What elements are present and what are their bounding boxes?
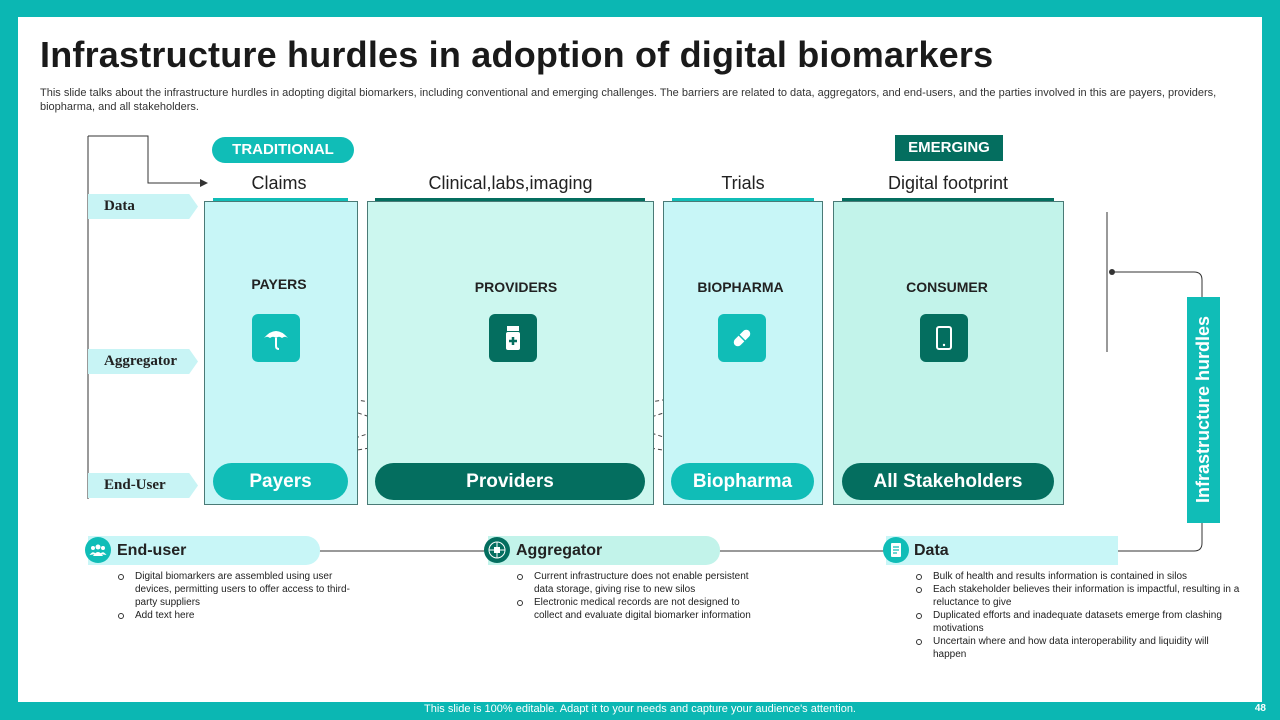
- medicine-bottle-icon: [489, 314, 537, 362]
- party-label-payers: PAYERS: [251, 276, 307, 292]
- party-label-consumer: CONSUMER: [906, 279, 988, 295]
- tablet-icon: [920, 314, 968, 362]
- column-header-digital-footprint: Digital footprint: [887, 173, 1009, 193]
- page-subtitle: This slide talks about the infrastructur…: [40, 87, 1217, 113]
- pill-icon: [718, 314, 766, 362]
- list-item: Add text here: [118, 609, 357, 622]
- side-title-text: Infrastructure hurdles: [1193, 316, 1213, 504]
- list-item: Bulk of health and results information i…: [916, 570, 1243, 583]
- column-header-claims: Claims: [251, 173, 307, 193]
- users-icon: [85, 537, 111, 563]
- footer-note: This slide is 100% editable. Adapt it to…: [424, 703, 856, 715]
- section-bullets-aggregator: Current infrastructure does not enable p…: [516, 570, 759, 622]
- list-item: Digital biomarkers are assembled using u…: [118, 570, 357, 609]
- end-user-pill-all-stakeholders: All Stakeholders: [842, 463, 1054, 500]
- emerging-tag: EMERGING: [895, 135, 1003, 161]
- list-item: Duplicated efforts and inadequate datase…: [916, 609, 1243, 635]
- page-title: Infrastructure hurdles in adoption of di…: [40, 34, 994, 75]
- section-heading-aggregator: Aggregator: [488, 536, 720, 565]
- network-icon: [484, 537, 510, 563]
- list-item: Each stakeholder believes their informat…: [916, 583, 1243, 609]
- end-user-pill-providers: Providers: [375, 463, 645, 500]
- section-heading-end-user: End-user: [88, 536, 320, 565]
- list-item: Electronic medical records are not desig…: [517, 596, 759, 622]
- section-bullets-end-user: Digital biomarkers are assembled using u…: [117, 570, 357, 622]
- column-underline-digital-footprint: [842, 198, 1054, 202]
- section-heading-data: Data: [886, 536, 1118, 565]
- column-header-trials: Trials: [721, 173, 765, 193]
- row-label-end-user: End-User: [88, 473, 198, 498]
- section-bullets-data: Bulk of health and results information i…: [915, 570, 1243, 661]
- slide: Infrastructure hurdles in adoption of di…: [18, 17, 1262, 702]
- end-user-pill-payers: Payers: [213, 463, 348, 500]
- document-icon: [883, 537, 909, 563]
- party-label-biopharma: BIOPHARMA: [697, 279, 784, 295]
- list-item: Uncertain where and how data interoperab…: [916, 635, 1243, 661]
- column-underline-trials: [672, 198, 814, 202]
- column-header-clinical: Clinical,labs,imaging: [428, 173, 593, 193]
- umbrella-icon: [252, 314, 300, 362]
- party-label-providers: PROVIDERS: [474, 279, 558, 295]
- traditional-tag: TRADITIONAL: [212, 137, 354, 163]
- row-label-data: Data: [88, 194, 198, 219]
- row-label-aggregator: Aggregator: [88, 349, 198, 374]
- column-underline-clinical: [375, 198, 645, 202]
- end-user-pill-biopharma: Biopharma: [671, 463, 814, 500]
- list-item: Current infrastructure does not enable p…: [517, 570, 759, 596]
- page-number: 48: [1254, 703, 1266, 714]
- side-title: Infrastructure hurdles: [1187, 297, 1220, 523]
- column-underline-claims: [213, 198, 348, 202]
